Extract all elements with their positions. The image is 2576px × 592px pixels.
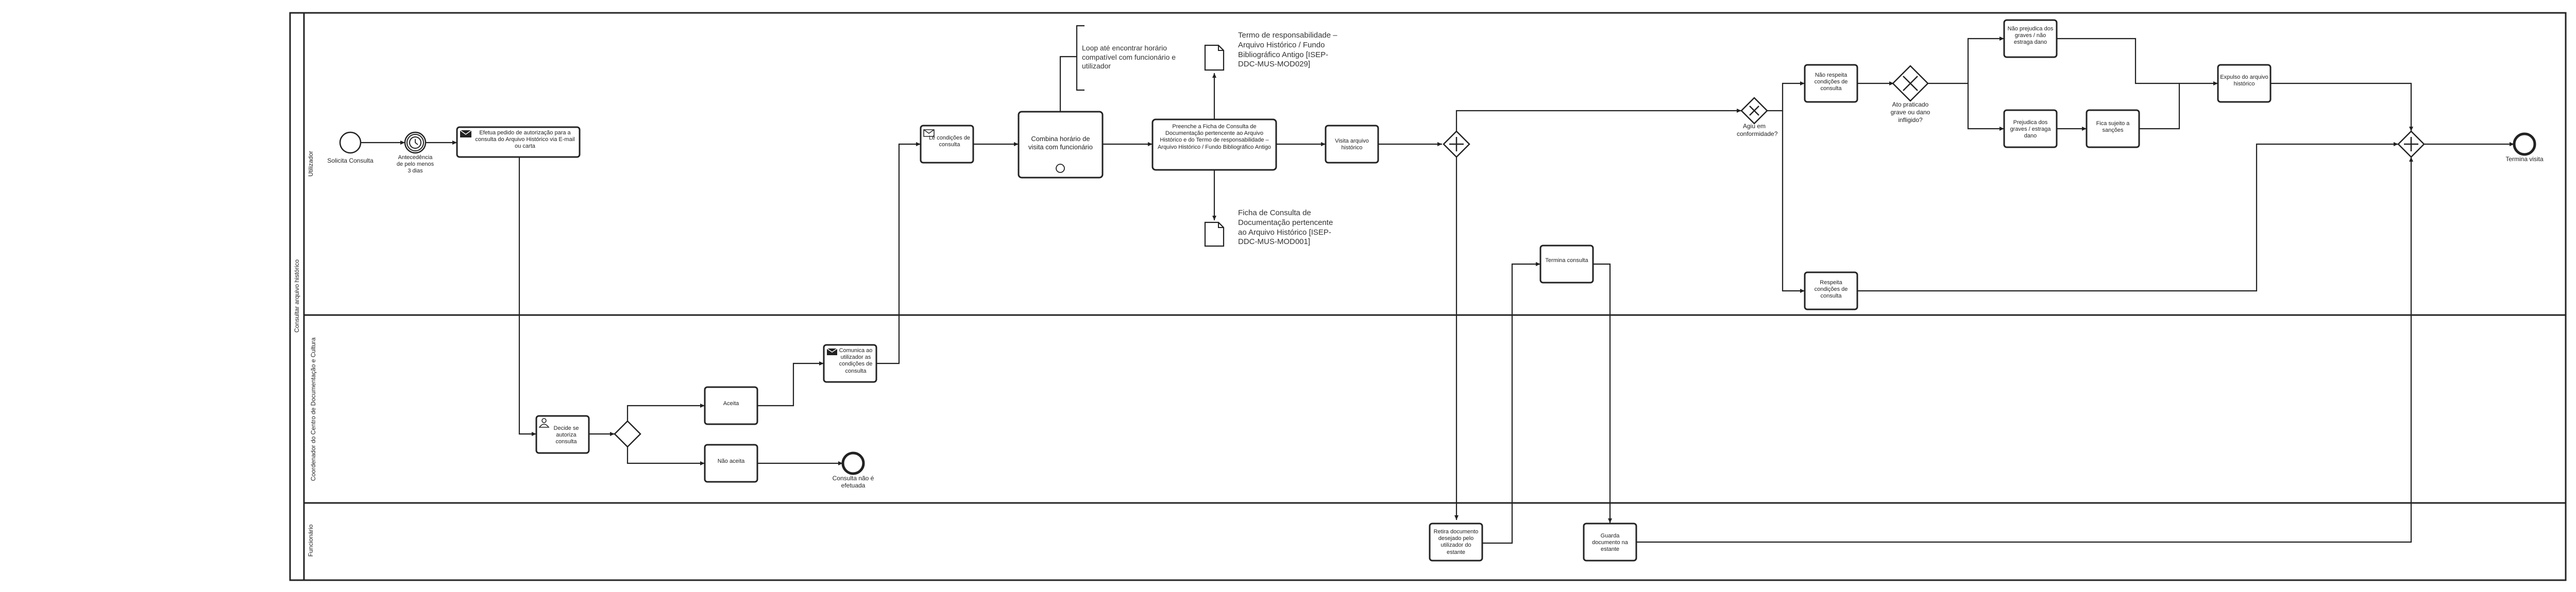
task-pedido: Efetua pedido de autorização para a cons… (456, 126, 581, 158)
event-timer: Antecedência de pelo menos 3 dias (396, 131, 434, 175)
flow-respeita-par2 (1857, 142, 2398, 292)
task-decide-label: Decide se autoriza consulta (553, 425, 579, 445)
task-prejudica-label: Prejudica dos graves / estraga dano (2010, 119, 2051, 140)
task-respeita: Respeita condições de consulta (1804, 271, 1858, 310)
gateway-conformidade-label: Agiu em conformidade? (1737, 123, 1778, 137)
flow-comunica-le (876, 142, 921, 364)
task-nao-aceita-label: Não aceita (717, 458, 745, 464)
flow-pedido-decide (518, 157, 536, 436)
flow-naoprejudica-expulso (2057, 38, 2179, 84)
data-object-ficha-label: Ficha de Consulta de Documentação perten… (1238, 208, 1333, 247)
task-visita: Visita arquivo histórico (1325, 125, 1379, 164)
task-respeita-label: Respeita condições de consulta (1814, 280, 1848, 300)
event-end-visit: Termina visita (2505, 132, 2544, 163)
data-object-termo: Termo de responsabilidade – Arquivo Hist… (1204, 31, 1337, 71)
task-prejudica: Prejudica dos graves / estraga dano (2003, 109, 2058, 148)
flow-gw2-naorespeita (1767, 81, 1805, 112)
task-comunica-label: Comunica ao utilizador as condições de c… (839, 347, 873, 374)
task-preenche-label: Preenche a Ficha de Consulta de Document… (1157, 124, 1272, 150)
task-preenche: Preenche a Ficha de Consulta de Document… (1151, 118, 1277, 171)
task-retira-label: Retira documento desejado pelo utilizado… (1433, 529, 1479, 555)
pool: Consultar arquivo histórico Utilizador C… (289, 12, 2567, 581)
assoc-loop-note (1059, 56, 1077, 112)
task-le: Lê condições de consulta (920, 125, 974, 164)
flow-gw3-naoprejudica (1927, 37, 2004, 84)
gateway-decide-exclusive (614, 420, 641, 448)
task-nao-respeita: Não respeita condições de consulta (1804, 64, 1858, 103)
flow-aceita-comunica (757, 361, 824, 407)
task-le-label: Lê condições de consulta (928, 135, 971, 148)
annotation-bracket (1076, 25, 1084, 91)
gateway-parallel-split (1443, 130, 1470, 158)
task-decide: Decide se autoriza consulta (535, 415, 590, 454)
flow-fica-expulso (2139, 81, 2218, 130)
task-guarda: Guarda documento na estante (1583, 523, 1637, 562)
envelope-icon (826, 348, 838, 355)
lane-label-coordenador: Coordenador do Centro de Documentação e … (310, 337, 317, 481)
task-fica-sujeito-label: Fica sujeito a sanções (2096, 120, 2130, 134)
flow-expulso-par2 (2270, 82, 2413, 131)
task-guarda-label: Guarda documento na estante (1592, 533, 1628, 553)
task-comunica: Comunica ao utilizador as condições de c… (823, 344, 877, 383)
task-expulso-label: Expulso do arquivo histórico (2220, 74, 2268, 88)
event-end-visit-label: Termina visita (2505, 155, 2544, 163)
gateway-grave-label: Ato praticado grave ou dano infligido? (1890, 101, 1930, 124)
flow-par1-gw2 (1455, 109, 1741, 131)
data-object-ficha: Ficha de Consulta de Documentação perten… (1204, 208, 1333, 247)
pool-label: Consultar arquivo histórico (293, 259, 300, 333)
flow-gw3-prejudica (1967, 83, 2004, 131)
gateway-conformidade: Agiu em conformidade? (1737, 97, 1778, 137)
task-aceita: Aceita (704, 386, 758, 425)
task-retira: Retira documento desejado pelo utilizado… (1429, 523, 1483, 562)
task-nao-respeita-label: Não respeita condições de consulta (1814, 72, 1848, 92)
event-start: Solicita Consulta (327, 131, 374, 164)
task-combina: Combina horário de visita com funcionári… (1018, 111, 1104, 179)
task-nao-aceita: Não aceita (704, 444, 758, 483)
flow-guarda-par2 (1636, 157, 2413, 543)
task-termina-consulta: Termina consulta (1539, 245, 1594, 284)
gateway-parallel-join (2397, 130, 2425, 158)
data-object-termo-label: Termo de responsabilidade – Arquivo Hist… (1238, 31, 1337, 69)
loop-icon (1056, 164, 1065, 173)
flow-retira-termina (1482, 262, 1540, 544)
user-task-icon (538, 418, 550, 428)
task-visita-label: Visita arquivo histórico (1335, 138, 1369, 151)
loop-annotation: Loop até encontrar horário compatível co… (1082, 44, 1176, 70)
task-combina-label: Combina horário de visita com funcionári… (1028, 135, 1093, 151)
flow-gw-aceita (626, 404, 705, 421)
event-timer-label: Antecedência de pelo menos 3 dias (396, 154, 434, 175)
lane-label-funcionario: Funcionário (307, 524, 314, 556)
task-termina-consulta-label: Termina consulta (1545, 257, 1588, 264)
task-aceita-label: Aceita (723, 401, 739, 407)
flow-gw-naoaceita (626, 447, 705, 465)
task-expulso: Expulso do arquivo histórico (2217, 64, 2272, 103)
task-nao-prejudica-label: Não prejudica dos graves / não estraga d… (2007, 26, 2054, 46)
sequence-flows (361, 25, 2514, 544)
flow-gw2-respeita (1782, 111, 1805, 293)
task-fica-sujeito: Fica sujeito a sanções (2086, 109, 2140, 148)
envelope-icon (460, 130, 472, 137)
event-start-label: Solicita Consulta (327, 157, 374, 164)
event-end-refused-label: Consulta não é efetuada (832, 475, 874, 490)
envelope-open-icon (923, 129, 935, 137)
lane-label-utilizador: Utilizador (307, 151, 314, 177)
flow-termina-guarda (1593, 263, 1612, 523)
task-nao-prejudica: Não prejudica dos graves / não estraga d… (2003, 19, 2058, 58)
event-end-refused: Consulta não é efetuada (832, 451, 874, 490)
gateway-grave: Ato praticado grave ou dano infligido? (1890, 65, 1930, 124)
task-pedido-label: Efetua pedido de autorização para a cons… (475, 130, 575, 150)
